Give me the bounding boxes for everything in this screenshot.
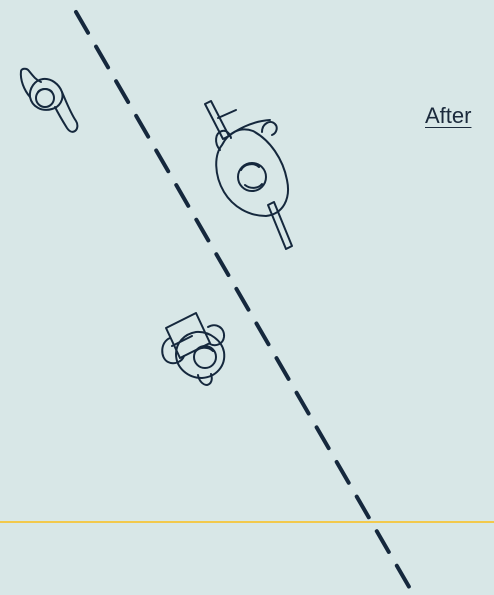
after-label: After: [425, 103, 471, 129]
pedestrian-reading-icon: [162, 313, 224, 385]
pedestrian-waving-icon: [21, 69, 78, 132]
dashed-lane-divider: [76, 12, 412, 592]
cyclist-icon: [205, 101, 292, 249]
